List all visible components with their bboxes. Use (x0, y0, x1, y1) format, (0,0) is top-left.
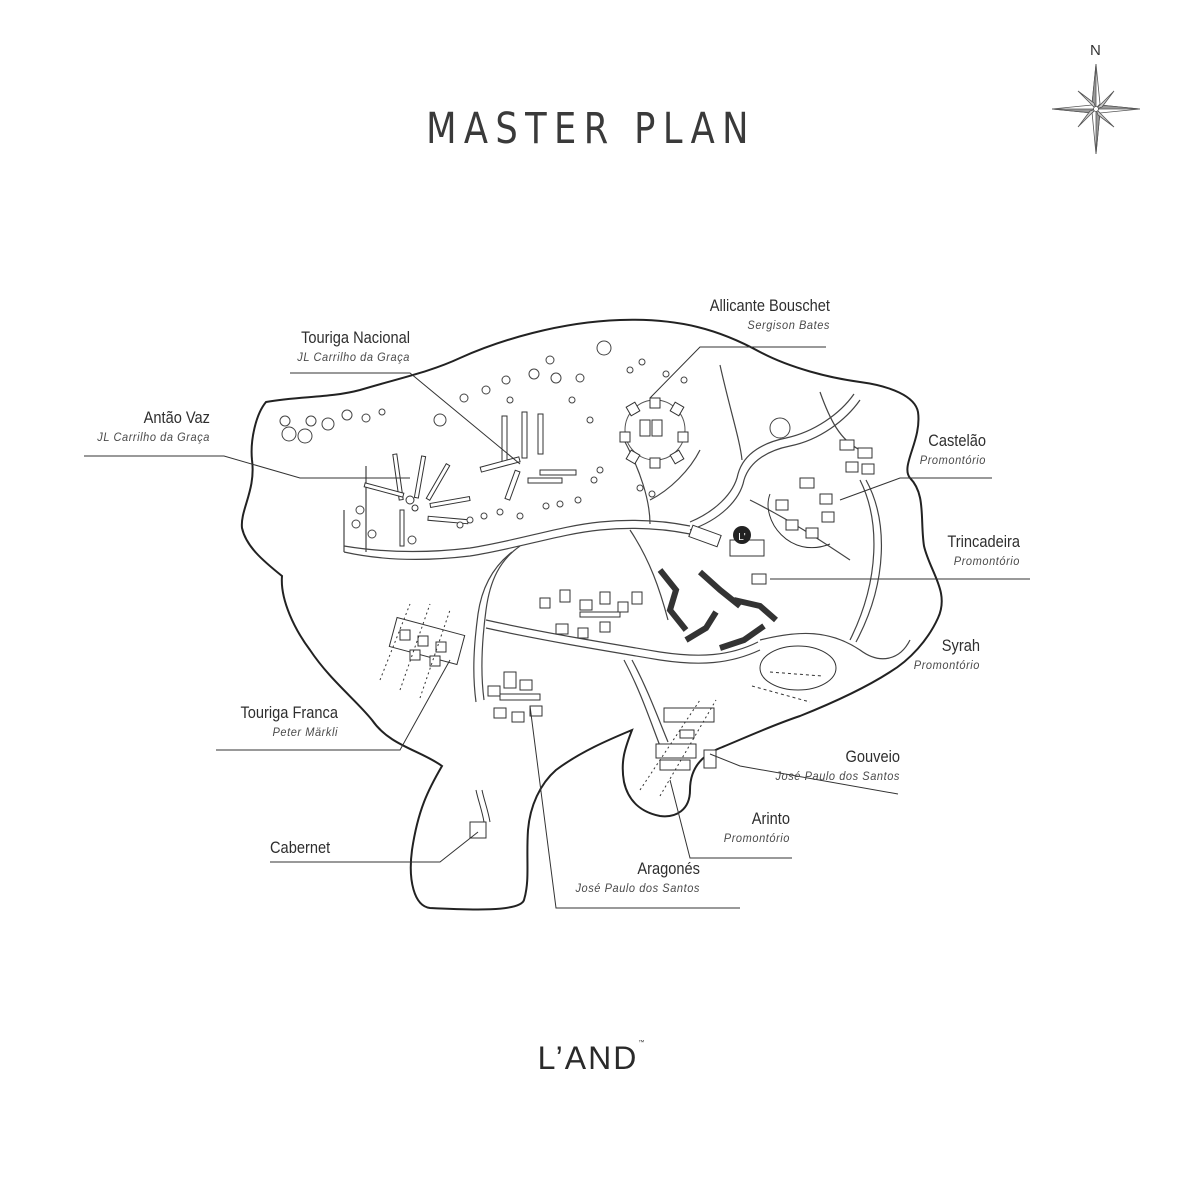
leader-lines (84, 346, 1030, 909)
building-name: Touriga Nacional (301, 328, 410, 347)
building-name: Syrah (941, 636, 980, 655)
trincadeira-cluster (688, 524, 767, 585)
page-title: MASTER PLAN (426, 104, 756, 154)
aragones-cluster (487, 671, 543, 723)
touriga-nacional-cluster (479, 411, 577, 501)
building-name: Arinto (751, 809, 790, 828)
building-name: Castelão (928, 431, 986, 450)
tree-symbols (279, 340, 791, 545)
gouveio-cluster (639, 699, 717, 797)
syrah-cluster (751, 645, 837, 703)
label-gouveio: Gouveio José Paulo dos Santos (740, 747, 900, 783)
logo-trademark: ™ (638, 1040, 645, 1046)
logo-text: L’AND (537, 1040, 639, 1076)
architect-name: JL Carrilho da Graça (97, 430, 210, 444)
touriga-franca-cluster (379, 603, 466, 699)
svg-text:L': L' (738, 532, 746, 543)
architect-name: Promontório (919, 453, 986, 467)
road-network (343, 364, 911, 747)
label-cabernet: Cabernet (270, 838, 390, 858)
allicante-bouschet-cluster (619, 397, 689, 469)
building-name: Cabernet (270, 838, 331, 857)
antao-vaz-cluster (363, 453, 471, 547)
building-name: Antão Vaz (143, 408, 210, 427)
label-arinto: Arinto Promontório (680, 809, 790, 845)
architect-name: Promontório (723, 831, 790, 845)
label-allicante-bouschet: Allicante Bouschet Sergison Bates (660, 296, 830, 332)
building-name: Touriga Franca (240, 703, 338, 722)
label-touriga-nacional: Touriga Nacional JL Carrilho da Graça (260, 328, 410, 364)
land-badge-marker: L' (733, 526, 751, 544)
architect-name: Promontório (913, 658, 980, 672)
label-trincadeira: Trincadeira Promontório (890, 532, 1020, 568)
label-syrah: Syrah Promontório (860, 636, 980, 672)
central-cluster (539, 568, 778, 651)
building-name: Gouveio (845, 747, 900, 766)
label-castelao: Castelão Promontório (860, 431, 986, 467)
castelao-cluster (767, 439, 875, 549)
architect-name: Peter Märkli (272, 725, 338, 739)
compass-rose-icon (1052, 64, 1140, 154)
label-touriga-franca: Touriga Franca Peter Märkli (190, 703, 338, 739)
building-clusters (363, 397, 875, 839)
land-logo: L’AND™ (0, 1040, 1182, 1077)
building-name: Allicante Bouschet (709, 296, 830, 315)
architect-name: JL Carrilho da Graça (297, 350, 410, 364)
building-name: Aragonés (637, 859, 700, 878)
label-aragones: Aragonés José Paulo dos Santos (540, 859, 700, 895)
architect-name: Sergison Bates (747, 318, 830, 332)
architect-name: Promontório (953, 554, 1020, 568)
site-boundary (240, 318, 943, 911)
cabernet-cluster (469, 789, 491, 839)
compass-north-label: N (1090, 42, 1101, 59)
architect-name: José Paulo dos Santos (575, 881, 700, 895)
building-name: Trincadeira (947, 532, 1020, 551)
architect-name: José Paulo dos Santos (775, 769, 900, 783)
label-antao-vaz: Antão Vaz JL Carrilho da Graça (60, 408, 210, 444)
